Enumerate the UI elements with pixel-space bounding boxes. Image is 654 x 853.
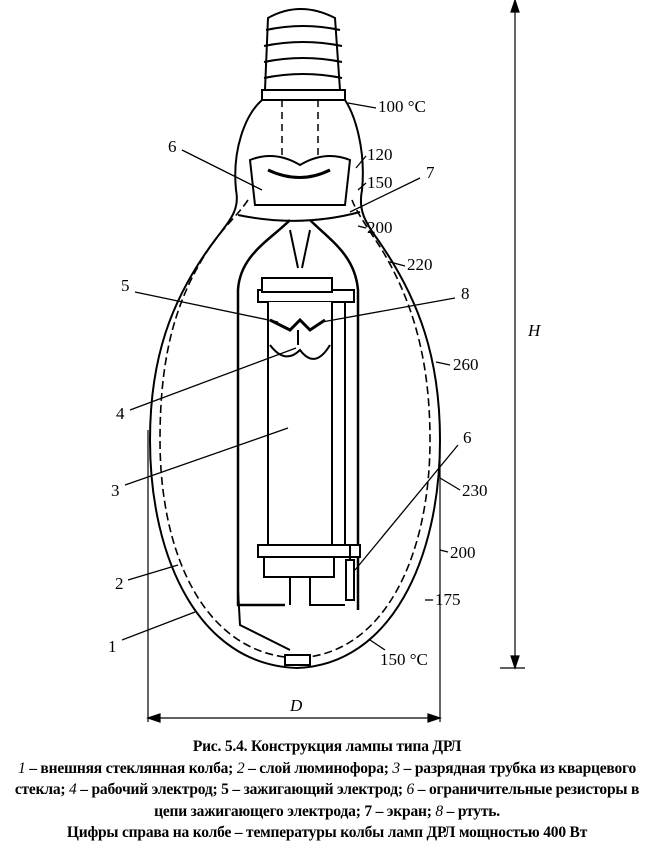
- part-label: 4: [116, 404, 125, 423]
- part-label: 6: [168, 137, 177, 156]
- temp-label: 220: [407, 255, 433, 274]
- temp-label: 200: [367, 218, 393, 237]
- caption-title: Рис. 5.4. Конструкция лампы типа ДРЛ: [192, 738, 462, 755]
- caption-note: Цифры справа на колбе – температуры колб…: [66, 824, 588, 841]
- discharge-tube: [257, 277, 361, 578]
- temp-label: 260: [453, 355, 479, 374]
- diameter-label: D: [289, 696, 303, 715]
- temp-label: 100 °C: [378, 97, 426, 116]
- temp-label: 120: [367, 145, 393, 164]
- caption-legend: 1 – внешняя стеклянная колба; 2 – слой л…: [14, 759, 640, 820]
- part-label: 1: [108, 637, 117, 656]
- part-label: 3: [111, 481, 120, 500]
- part-label: 6: [463, 428, 472, 447]
- lamp-diagram: 100 °C 120 150 200 220 260 230 200 175 1…: [108, 0, 542, 723]
- screen: [237, 155, 361, 222]
- part-label: 2: [115, 574, 124, 593]
- temp-label: 175: [435, 590, 461, 609]
- temp-label: 150: [367, 173, 393, 192]
- temp-label: 230: [462, 481, 488, 500]
- part-label: 8: [461, 284, 470, 303]
- dimension-lines: [146, 0, 525, 723]
- temp-label: 150 °C: [380, 650, 428, 669]
- screw-base: [261, 8, 346, 101]
- height-label: H: [527, 321, 542, 340]
- temp-label: 200: [450, 543, 476, 562]
- part-label: 7: [426, 163, 435, 182]
- part-label: 5: [121, 276, 130, 295]
- figure-caption: Рис. 5.4. Конструкция лампы типа ДРЛ 1 –…: [0, 736, 654, 844]
